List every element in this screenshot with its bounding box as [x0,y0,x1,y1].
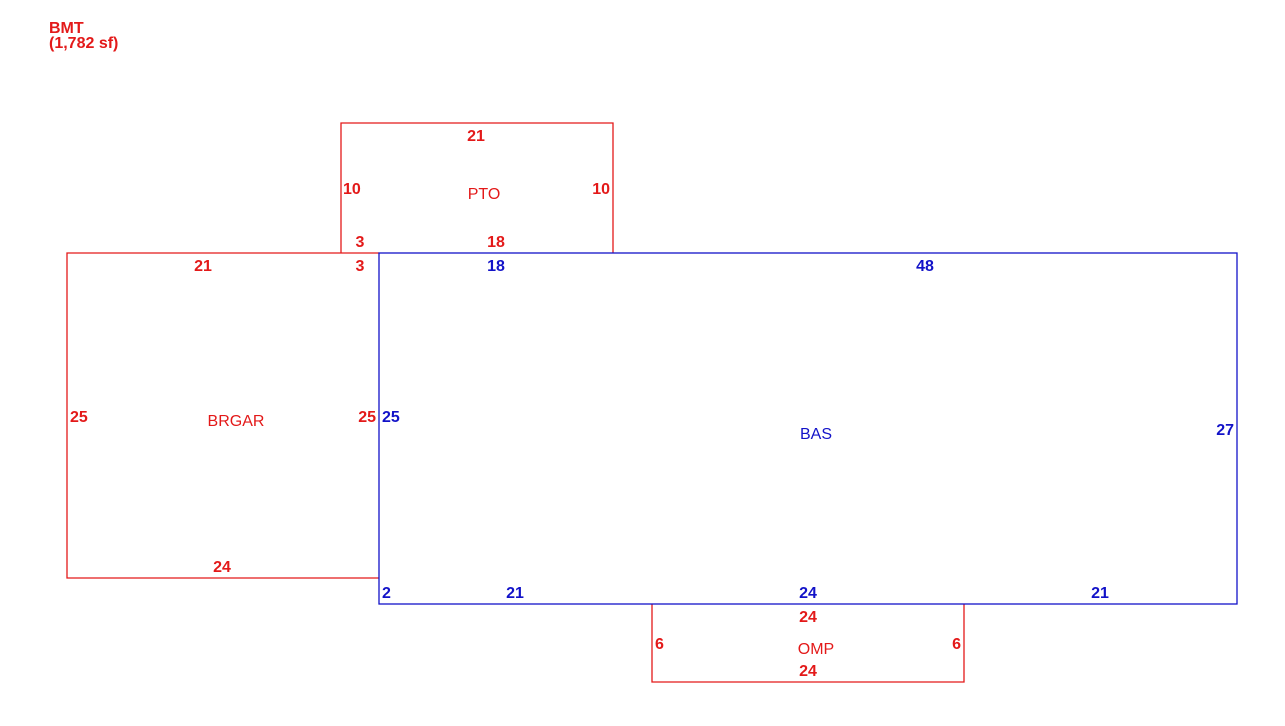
omp-dim-right: 6 [952,636,961,653]
brgar-dim-top: 21 [194,258,212,275]
brgar-dim-left: 25 [70,409,88,426]
bas-dim-right: 27 [1216,422,1234,439]
omp-dim-left: 6 [655,636,664,653]
pto-dim-top: 21 [467,128,485,145]
brgar-outline [66,252,379,579]
bas-dim-bottom-left-step: 2 [382,585,391,602]
bas-dim-left: 25 [382,409,400,426]
brgar-dim-top-right: 3 [356,258,365,275]
omp-dim-top: 24 [799,609,817,626]
sketch-header: BMT (1,782 sf) [49,20,119,52]
omp-label: OMP [798,641,834,658]
sketch-title: BMT [49,20,84,37]
pto-dim-left: 10 [343,181,361,198]
sketch-total-area: (1,782 sf) [49,35,119,52]
bas-outline [378,252,1238,605]
pto-outline [340,122,614,253]
brgar-dim-right: 25 [358,409,376,426]
brgar-dim-bottom: 24 [213,559,231,576]
pto-dim-bottom-right: 18 [487,234,505,251]
brgar-label: BRGAR [208,413,265,430]
pto-dim-bottom-left: 3 [356,234,365,251]
bas-dim-bottom-right: 21 [1091,585,1109,602]
bas-dim-bottom-left: 21 [506,585,524,602]
omp-outline [651,604,965,683]
bas-dim-bottom-mid: 24 [799,585,817,602]
bas-dim-top-right: 48 [916,258,934,275]
bas-dim-top-left: 18 [487,258,505,275]
bas-label: BAS [800,426,832,443]
pto-dim-right: 10 [592,181,610,198]
omp-dim-bottom: 24 [799,663,817,680]
pto-label: PTO [468,186,501,203]
